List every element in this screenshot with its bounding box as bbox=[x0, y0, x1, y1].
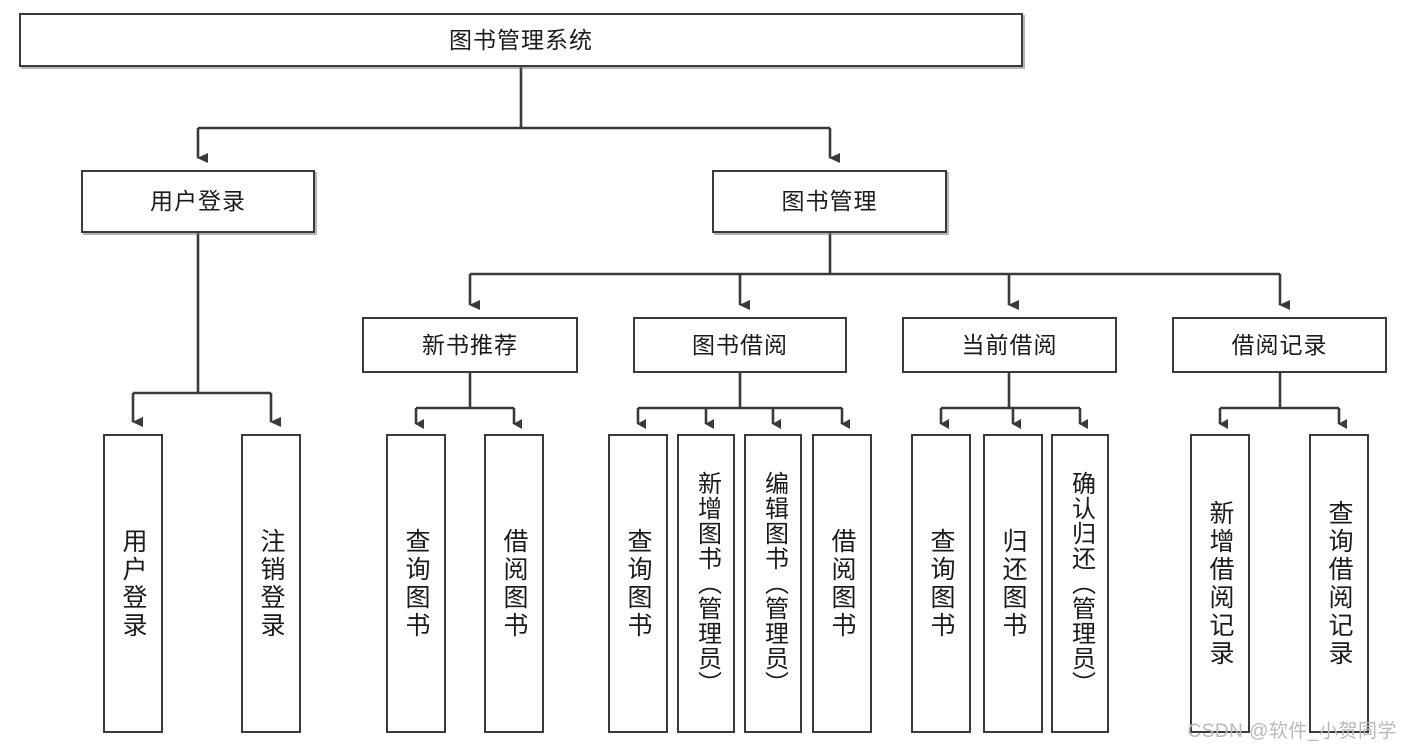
node-new-book-recommend[interactable]: 新书推荐 bbox=[362, 317, 578, 373]
node-leaf-add-book[interactable]: 新增图书（管理员） bbox=[677, 434, 735, 733]
node-leaf-add-record[interactable]: 新增借阅记录 bbox=[1190, 434, 1250, 733]
node-user-login-label: 用户登录 bbox=[150, 188, 246, 215]
node-leaf-query-book-2[interactable]: 查询图书 bbox=[608, 434, 668, 733]
node-current-borrow[interactable]: 当前借阅 bbox=[902, 317, 1117, 373]
node-book-borrow[interactable]: 图书借阅 bbox=[633, 317, 847, 373]
node-leaf-query-book-1-label: 查询图书 bbox=[402, 527, 430, 640]
node-book-borrow-label: 图书借阅 bbox=[692, 331, 788, 358]
node-leaf-confirm-return[interactable]: 确认归还（管理员） bbox=[1051, 434, 1109, 733]
watermark: CSDN @软件_小贺同学 bbox=[1187, 721, 1397, 742]
node-leaf-query-book-3[interactable]: 查询图书 bbox=[911, 434, 971, 733]
node-current-borrow-label: 当前借阅 bbox=[961, 331, 1058, 358]
node-leaf-add-book-label: 新增图书（管理员） bbox=[693, 471, 721, 696]
node-new-book-recommend-label: 新书推荐 bbox=[422, 331, 518, 358]
node-borrow-record-label: 借阅记录 bbox=[1231, 331, 1328, 358]
node-leaf-user-login-label: 用户登录 bbox=[119, 527, 147, 640]
node-borrow-record[interactable]: 借阅记录 bbox=[1172, 317, 1387, 373]
node-leaf-query-book-2-label: 查询图书 bbox=[624, 527, 652, 640]
node-leaf-borrow-book-2-label: 借阅图书 bbox=[828, 527, 856, 640]
node-user-login[interactable]: 用户登录 bbox=[81, 170, 315, 233]
node-root[interactable]: 图书管理系统 bbox=[19, 13, 1023, 67]
node-book-manage-label: 图书管理 bbox=[781, 188, 878, 215]
node-leaf-query-record[interactable]: 查询借阅记录 bbox=[1309, 434, 1369, 733]
node-book-manage[interactable]: 图书管理 bbox=[712, 170, 947, 233]
node-leaf-borrow-book-2[interactable]: 借阅图书 bbox=[812, 434, 872, 733]
node-leaf-add-record-label: 新增借阅记录 bbox=[1206, 499, 1234, 668]
node-leaf-return-book-label: 归还图书 bbox=[999, 527, 1027, 640]
node-leaf-return-book[interactable]: 归还图书 bbox=[983, 434, 1043, 733]
node-leaf-query-book-1[interactable]: 查询图书 bbox=[386, 434, 446, 733]
node-leaf-borrow-book-1-label: 借阅图书 bbox=[500, 527, 528, 640]
node-leaf-borrow-book-1[interactable]: 借阅图书 bbox=[484, 434, 544, 733]
node-leaf-user-logout[interactable]: 注销登录 bbox=[241, 434, 301, 733]
node-leaf-edit-book[interactable]: 编辑图书（管理员） bbox=[744, 434, 802, 733]
node-leaf-user-logout-label: 注销登录 bbox=[257, 527, 285, 640]
node-leaf-query-record-label: 查询借阅记录 bbox=[1325, 499, 1353, 668]
node-leaf-user-login[interactable]: 用户登录 bbox=[103, 434, 163, 733]
node-leaf-edit-book-label: 编辑图书（管理员） bbox=[760, 471, 788, 696]
node-leaf-confirm-return-label: 确认归还（管理员） bbox=[1067, 471, 1095, 696]
node-root-label: 图书管理系统 bbox=[449, 26, 593, 53]
node-leaf-query-book-3-label: 查询图书 bbox=[927, 527, 955, 640]
